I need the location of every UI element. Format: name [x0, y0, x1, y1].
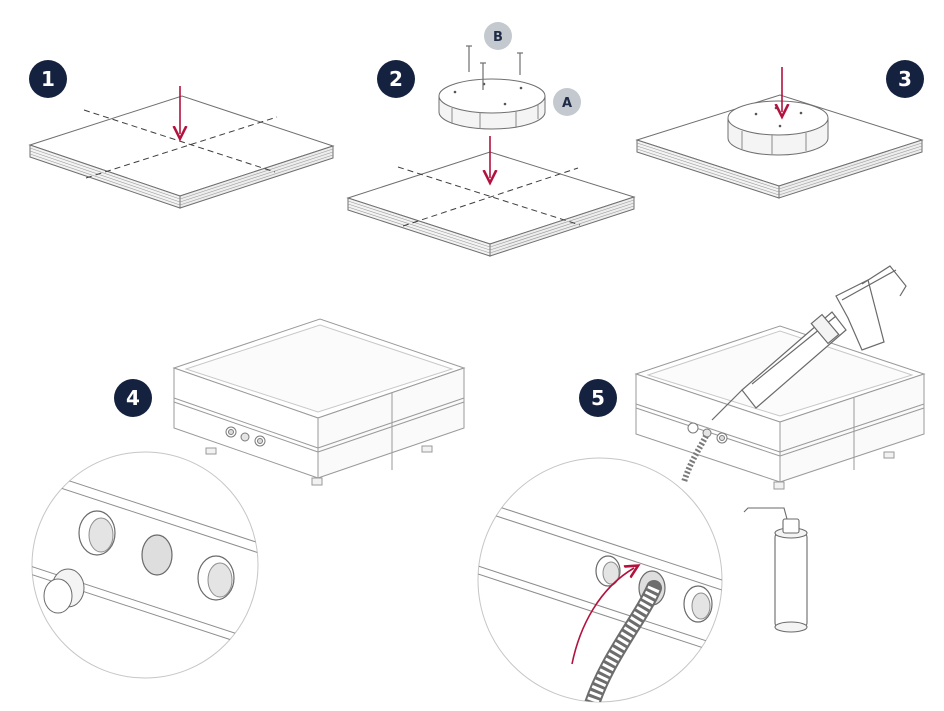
svg-text:1: 1 [41, 67, 55, 91]
step4-zoom [31, 451, 259, 679]
step2-screws [466, 45, 523, 90]
step-badge-5: 5 [579, 379, 617, 417]
step5-zoom [477, 457, 723, 703]
caulking-gun [711, 265, 907, 421]
svg-text:B: B [493, 30, 503, 45]
svg-text:5: 5 [591, 386, 605, 410]
step4-holes [225, 426, 266, 447]
step-badge-4: 4 [114, 379, 152, 417]
svg-text:A: A [562, 96, 572, 111]
svg-text:3: 3 [898, 67, 912, 91]
label-b: B [484, 22, 512, 50]
step-badge-3: 3 [886, 60, 924, 98]
step4-box [172, 318, 466, 486]
svg-text:4: 4 [126, 386, 140, 410]
step-badge-1: 1 [29, 60, 67, 98]
step5-holes [687, 422, 728, 444]
step5-box [634, 325, 926, 490]
foam-can [743, 507, 808, 633]
step5-zoom-arrow [571, 568, 634, 665]
step3-disc [727, 100, 829, 156]
label-a: A [553, 88, 581, 116]
step2-disc [438, 78, 546, 130]
step-badge-2: 2 [377, 60, 415, 98]
step2-board [346, 151, 636, 257]
svg-text:2: 2 [389, 67, 403, 91]
step1-board [28, 95, 335, 209]
